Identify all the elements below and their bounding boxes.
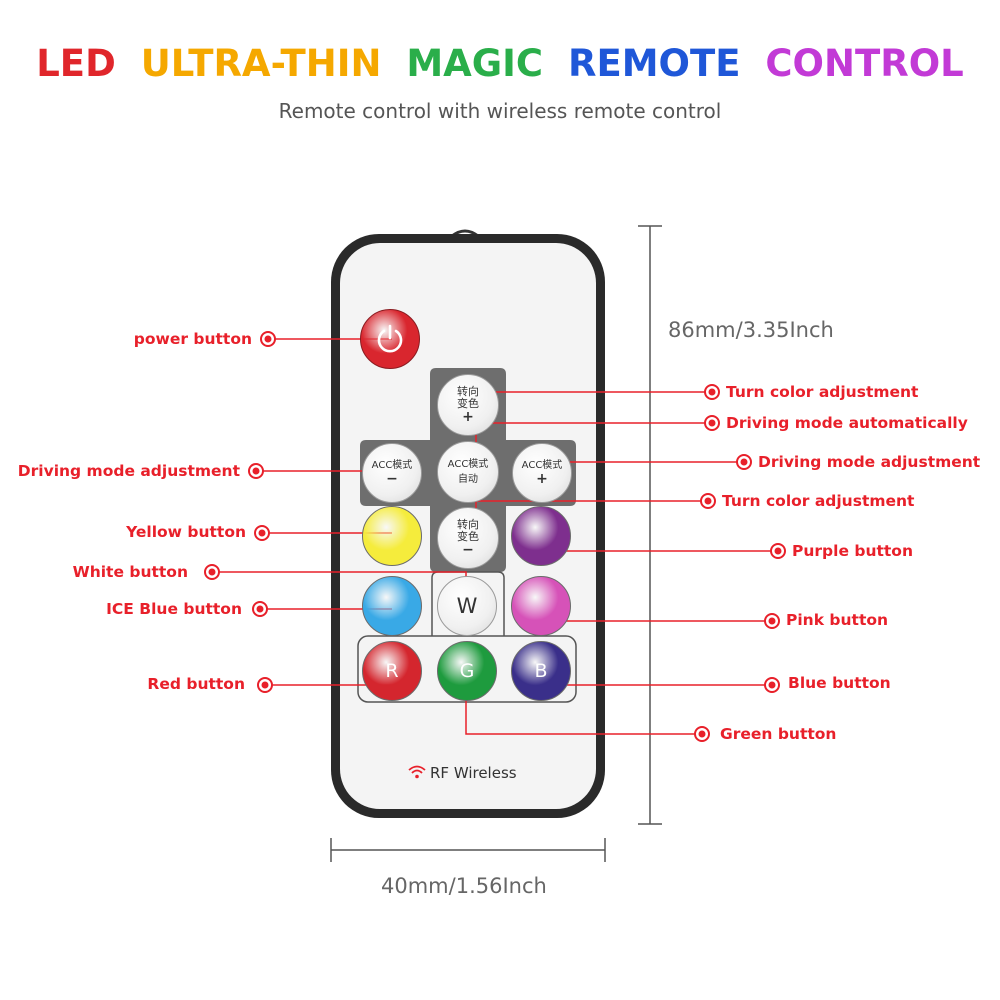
rgb-frame xyxy=(357,635,577,703)
title-word-led: LED xyxy=(36,42,116,85)
title-word-remote: REMOTE xyxy=(567,42,741,85)
acc-center-line2: 自动 xyxy=(458,473,478,485)
wifi-icon xyxy=(408,765,426,779)
label-power-button: power button xyxy=(133,330,252,348)
title-word-ultra-thin: ULTRA-THIN xyxy=(140,42,382,85)
label-blue-button: Blue button xyxy=(788,674,891,692)
label-purple-button: Purple button xyxy=(792,542,913,560)
callout-dots xyxy=(204,331,786,742)
label-driving-left: Driving mode adjustment xyxy=(17,462,240,480)
rf-wireless-text: RF Wireless xyxy=(430,764,517,782)
label-yellow-button: Yellow button xyxy=(126,523,246,541)
label-pink-button: Pink button xyxy=(786,611,889,629)
width-dimension-line xyxy=(330,838,606,862)
minus-icon: − xyxy=(386,471,398,487)
blue-button-label: B xyxy=(534,660,548,682)
height-dimension-line xyxy=(638,225,662,825)
height-dimension-label: 86mm/3.35Inch xyxy=(668,318,834,342)
label-green-button: Green button xyxy=(720,725,837,743)
label-driving-right: Driving mode adjustment xyxy=(758,453,981,471)
title-word-control: CONTROL xyxy=(765,42,964,85)
white-button[interactable]: W xyxy=(437,576,497,636)
rf-wireless-brand: RF Wireless xyxy=(408,764,517,782)
blue-button[interactable]: B xyxy=(511,641,571,701)
turn-down-line2: 变色 xyxy=(457,530,479,543)
plus-icon: + xyxy=(462,409,474,425)
acc-mode-plus-button[interactable]: ACC模式 + xyxy=(512,443,572,503)
page-subtitle: Remote control with wireless remote cont… xyxy=(278,99,722,123)
plus-icon: + xyxy=(536,471,548,487)
label-red-button: Red button xyxy=(147,675,245,693)
white-button-frame xyxy=(431,571,505,636)
minus-icon: − xyxy=(462,542,474,558)
turn-down-line1: 转向 xyxy=(457,518,479,531)
turn-color-up-button[interactable]: 转向 变色 + xyxy=(437,374,499,436)
yellow-button[interactable] xyxy=(362,506,422,566)
acc-center-line1: ACC模式 xyxy=(447,458,489,470)
green-button[interactable]: G xyxy=(437,641,497,701)
label-turn-color-bottom: Turn color adjustment xyxy=(722,492,915,510)
turn-color-down-button[interactable]: 转向 变色 − xyxy=(437,507,499,569)
green-button-label: G xyxy=(459,660,475,682)
white-button-label: W xyxy=(456,594,478,618)
label-turn-color-top: Turn color adjustment xyxy=(726,383,919,401)
acc-mode-minus-button[interactable]: ACC模式 − xyxy=(362,443,422,503)
page-title: LED ULTRA-THIN MAGIC REMOTE CONTROL xyxy=(0,42,1000,85)
label-white-button: White button xyxy=(72,563,188,581)
acc-left-line1: ACC模式 xyxy=(371,460,413,471)
acc-mode-auto-button[interactable]: ACC模式 自动 xyxy=(437,441,499,503)
label-ice-blue-button: ICE Blue button xyxy=(106,600,242,618)
turn-up-line2: 变色 xyxy=(457,397,479,410)
red-button[interactable]: R xyxy=(362,641,422,701)
power-button[interactable] xyxy=(360,309,420,369)
red-button-label: R xyxy=(385,660,399,682)
purple-button[interactable] xyxy=(511,506,571,566)
title-word-magic: MAGIC xyxy=(406,42,544,85)
label-driving-auto: Driving mode automatically xyxy=(726,414,968,432)
ice-blue-button[interactable] xyxy=(362,576,422,636)
acc-right-line1: ACC模式 xyxy=(521,460,563,471)
pink-button[interactable] xyxy=(511,576,571,636)
power-icon xyxy=(377,324,403,353)
turn-up-line1: 转向 xyxy=(457,385,479,398)
width-dimension-label: 40mm/1.56Inch xyxy=(381,874,547,898)
